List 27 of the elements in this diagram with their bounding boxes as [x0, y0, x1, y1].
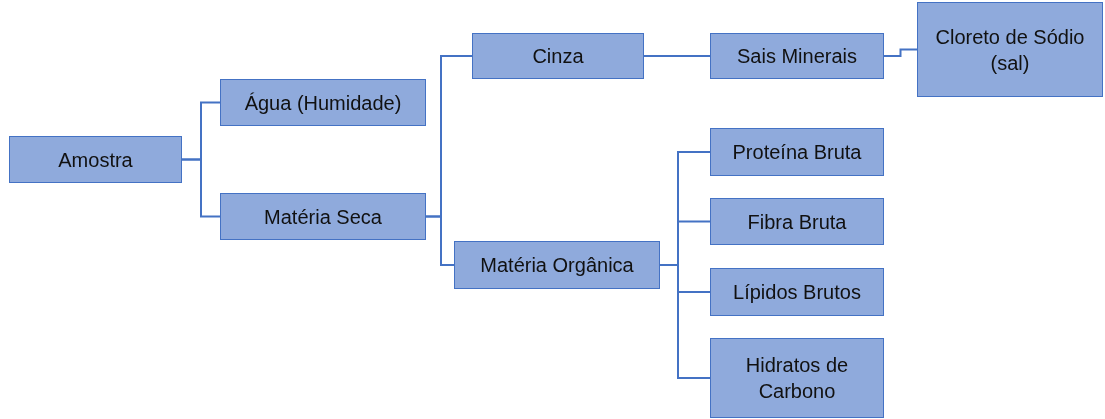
process-box [710, 268, 884, 316]
box-label: Proteína Bruta [732, 140, 862, 165]
process-box [917, 2, 1103, 97]
process-box [710, 33, 884, 79]
connector-line [643, 55, 711, 57]
box-label: Sais Minerais [736, 44, 857, 69]
box-label: Matéria Seca [264, 204, 382, 230]
process-box [9, 136, 182, 183]
box-label: Cloreto de Sódio (sal) [934, 24, 1086, 76]
connector-line [883, 48, 918, 57]
process-box [710, 338, 884, 418]
process-box [454, 241, 660, 289]
connector-line [181, 158, 221, 218]
box-label: Água (Humidade) [244, 90, 402, 116]
process-box [710, 198, 884, 245]
process-box [220, 193, 426, 240]
box-label: Lípidos Brutos [733, 280, 861, 305]
box-label: Amostra [58, 147, 133, 173]
process-box [220, 79, 426, 126]
connector-line [425, 215, 455, 266]
box-label: Matéria Orgânica [480, 253, 634, 278]
connector-line [659, 264, 711, 379]
box-label: Hidratos de Carbono [744, 353, 850, 404]
box-label: Cinza [532, 44, 584, 69]
process-box [710, 128, 884, 176]
box-label: Fibra Bruta [747, 209, 847, 235]
process-box [472, 33, 644, 79]
